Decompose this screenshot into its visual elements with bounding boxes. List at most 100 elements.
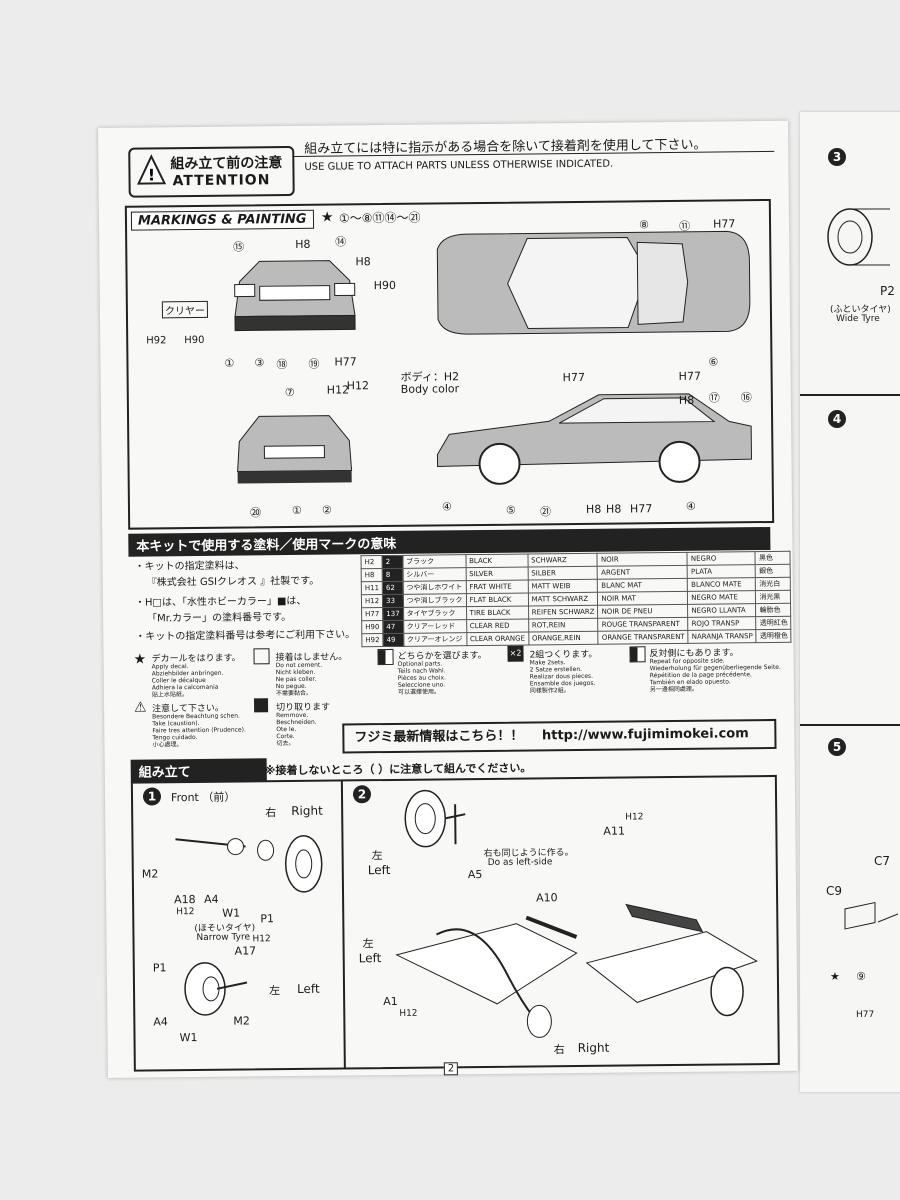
step2-chassis-drawing (395, 903, 758, 1038)
paint-name: SCHWARZ (527, 553, 598, 568)
paint-name: 透明橙色 (756, 629, 792, 643)
label-c7: C7 (874, 854, 891, 868)
wide-tyre-jp: (ふといタイヤ) (830, 305, 891, 315)
make-two-sets-icon: ×2 (507, 645, 524, 662)
paint-name: つや消しブラック (402, 593, 467, 608)
step1-label: A4 (153, 1015, 168, 1029)
marking-label: H92 (146, 335, 167, 347)
marking-label: ⑲ (308, 357, 320, 371)
paint-name: BLACK (465, 554, 528, 568)
mr-color-code: 8 (382, 568, 403, 582)
step2-label: A11 (603, 824, 625, 838)
marking-label: H8 (295, 237, 311, 251)
step2-label: 左 (371, 849, 383, 863)
marking-label: H8 (605, 502, 622, 516)
paint-name: SILVER (465, 567, 528, 581)
paint-name: REIFEN SCHWARZ (528, 605, 599, 620)
divider (800, 394, 900, 396)
paint-name: ORANGE,REIN (528, 631, 599, 646)
paint-name: PLATA (687, 564, 756, 579)
step1-label: P1 (152, 961, 167, 975)
legend-lines: Repeat for opposite side.Wiederholung fü… (650, 657, 782, 693)
paint-name: FLAT BLACK (465, 593, 529, 607)
marking-label: ④ (685, 499, 696, 513)
marking-label: ⑰ (708, 391, 720, 405)
paint-name: NOIR (597, 552, 688, 567)
legend-line: 貼上水貼紙。 (151, 691, 188, 699)
paint-name: NARANJA TRANSP (688, 629, 757, 644)
paint-name: 消光白 (755, 577, 791, 591)
step1-label: H12 (252, 934, 271, 945)
marking-label: H77 (678, 369, 701, 383)
paint-name: クリアーオレンジ (403, 632, 467, 647)
step1-label: W1 (179, 1031, 198, 1045)
step2-label: 左 (362, 937, 374, 951)
marking-label: ⑦ (284, 385, 295, 400)
marking-label: ② (321, 503, 332, 517)
car-rear-view (237, 415, 353, 484)
mr-color-code: 33 (382, 594, 404, 608)
paint-name: TIRE BLACK (466, 606, 529, 620)
paint-name: SILBER (527, 566, 598, 581)
step-2-number: 2 (352, 785, 372, 804)
paint-name: MATT WEIB (527, 579, 598, 594)
instruction-page: ! 組み立て前の注意 ATTENTION 組み立てには特に指示がある場合を除いて… (98, 120, 798, 1078)
legend-line: 小心處理。 (152, 741, 183, 749)
star-icon: ★ (133, 651, 147, 668)
step1-wheel-assembly-drawing (175, 835, 323, 893)
paint-name: MATT SCHWARZ (528, 592, 598, 607)
legend-lines: Apply decal.Abziehbilder anbringen.Colle… (151, 663, 224, 699)
paint-name: 透明紅色 (756, 616, 792, 630)
optional-parts-icon (377, 648, 394, 666)
marking-label: H77 (562, 370, 585, 385)
step1-label: H12 (176, 907, 195, 918)
label-h77: H77 (856, 1010, 875, 1020)
paint-name: タイヤブラック (403, 606, 467, 621)
paint-name: CLEAR RED (466, 619, 529, 633)
hobby-color-code: H11 (361, 581, 383, 595)
wide-tyre-drawing (827, 208, 890, 266)
step-4-number: 4 (828, 410, 846, 428)
marking-label: ④ (441, 500, 452, 514)
mr-color-code: 2 (382, 555, 403, 569)
paint-name: ORANGE TRANSPARENT (598, 630, 689, 645)
marking-label: ① (224, 356, 235, 370)
paint-name: NEGRO LLANTA (687, 603, 757, 618)
legend-lines: Make 2sets.2 Satze erstellen.Realizar do… (530, 659, 596, 694)
caution-triangle-icon: ⚠ (133, 699, 147, 716)
wide-tyre-en: Wide Tyre (836, 314, 880, 324)
label-c9: C9 (826, 884, 843, 898)
paint-name: ROJO TRANSP (687, 616, 757, 631)
marking-label: ⑳ (249, 506, 262, 520)
step1-label: 左 (268, 984, 281, 998)
paint-note: ・H□は、「水性ホビーカラー」■は、 (134, 595, 307, 609)
svg-text:!: ! (148, 165, 155, 184)
step1-label: P1 (260, 912, 274, 926)
legend-line: 另一邊相同處理。 (649, 685, 698, 694)
mr-color-code: 137 (382, 607, 404, 621)
step2-label: A5 (467, 868, 483, 882)
cut-off-icon (253, 698, 269, 713)
paint-name: シルバー (402, 567, 466, 582)
url-banner: フジミ最新情報はこちら！！ http://www.fujimimokei.com (342, 718, 777, 754)
marking-label: H8 (678, 393, 695, 407)
paint-name: NOIR MAT (597, 591, 688, 606)
next-page: 3 P2 (ふといタイヤ) Wide Tyre 4 5 C7 C9 ★ ⑨ H7… (800, 112, 900, 1092)
paint-name: BLANC MAT (597, 578, 688, 593)
paint-note: ・キットの指定塗料は、 (134, 560, 245, 573)
page-number: 2 (443, 1062, 459, 1076)
url-banner-jp: フジミ最新情報はこちら！！ (354, 728, 524, 746)
assembly-note: ※接着しないところ（ ）に注意して組んでください。 (264, 761, 532, 778)
website-link[interactable]: http://www.fujimimokei.com (541, 726, 749, 744)
paint-name: つや消しホワイト (402, 580, 466, 595)
opposite-side-icon (629, 646, 646, 663)
step1-label: Left (296, 981, 320, 996)
hobby-color-code: H12 (361, 594, 383, 608)
step1-label: A18 (174, 893, 196, 907)
paint-name: ROT,REIN (528, 618, 599, 633)
marking-label: ⑯ (740, 391, 752, 405)
hobby-color-code: H2 (360, 555, 383, 569)
no-glue-icon (253, 648, 270, 665)
marking-label: H12 (346, 379, 370, 393)
